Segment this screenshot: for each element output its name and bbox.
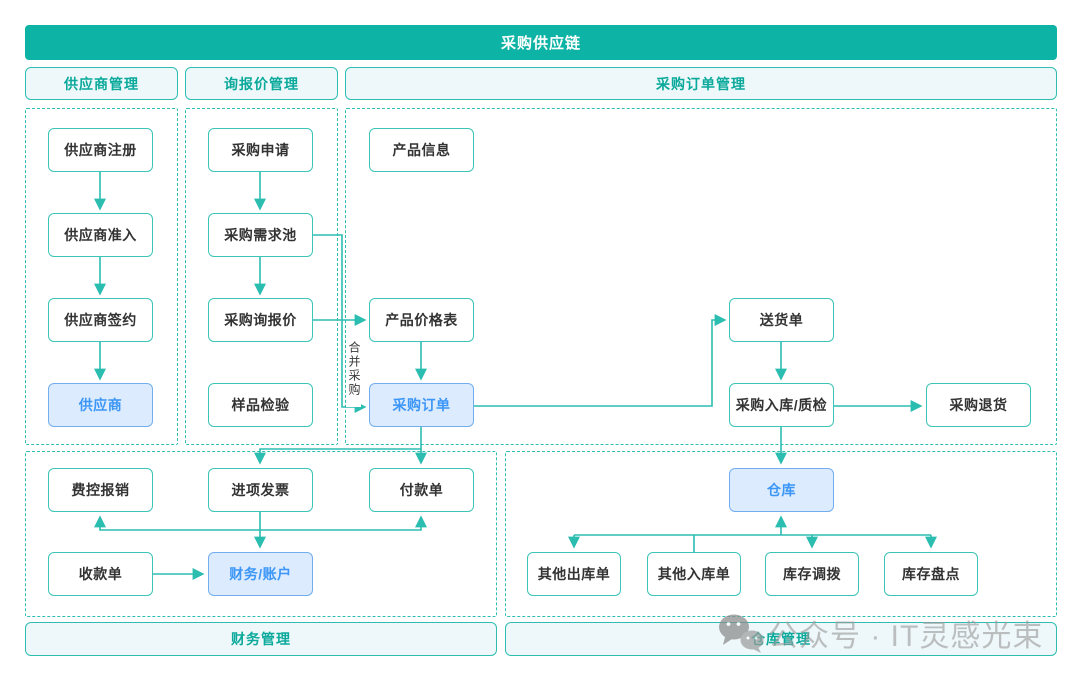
section-header-supplier-management: 供应商管理 <box>25 67 178 100</box>
node-purchase-inbound-qc: 采购入库/质检 <box>729 383 834 427</box>
node-purchase-inquiry: 采购询报价 <box>208 298 313 342</box>
node-purchase-return: 采购退货 <box>926 383 1031 427</box>
node-receipt-note: 收款单 <box>48 552 153 596</box>
node-supplier-access: 供应商准入 <box>48 213 153 257</box>
node-supplier: 供应商 <box>48 383 153 427</box>
zone-supplier-management <box>25 108 178 445</box>
node-purchase-order: 采购订单 <box>369 383 474 427</box>
node-input-invoice: 进项发票 <box>208 468 313 512</box>
node-purchase-request: 采购申请 <box>208 128 313 172</box>
node-delivery-note: 送货单 <box>729 298 834 342</box>
node-inventory-transfer: 库存调拨 <box>765 552 859 596</box>
node-other-inbound: 其他入库单 <box>647 552 741 596</box>
node-product-price-list: 产品价格表 <box>369 298 474 342</box>
node-product-info: 产品信息 <box>369 128 474 172</box>
edge-label-merge-purchase: 合并采购 <box>346 341 361 407</box>
section-footer-warehouse-management: 仓库管理 <box>505 622 1057 656</box>
node-demand-pool: 采购需求池 <box>208 213 313 257</box>
node-warehouse: 仓库 <box>729 468 834 512</box>
node-supplier-register: 供应商注册 <box>48 128 153 172</box>
section-header-inquiry-management: 询报价管理 <box>185 67 338 100</box>
node-other-outbound: 其他出库单 <box>527 552 621 596</box>
watermark: 公众号 · IT灵感光束 <box>716 611 1043 655</box>
section-header-purchase-order-management: 采购订单管理 <box>345 67 1057 100</box>
node-supplier-sign: 供应商签约 <box>48 298 153 342</box>
node-expense-reimbursement: 费控报销 <box>48 468 153 512</box>
wechat-icon <box>719 614 764 653</box>
watermark-text: 公众号 · IT灵感光束 <box>768 620 1044 653</box>
diagram-title: 采购供应链 <box>25 25 1057 60</box>
node-payment-note: 付款单 <box>369 468 474 512</box>
node-finance-account: 财务/账户 <box>208 552 313 596</box>
node-sample-inspection: 样品检验 <box>208 383 313 427</box>
section-footer-finance-management: 财务管理 <box>25 622 497 656</box>
node-inventory-check: 库存盘点 <box>884 552 978 596</box>
